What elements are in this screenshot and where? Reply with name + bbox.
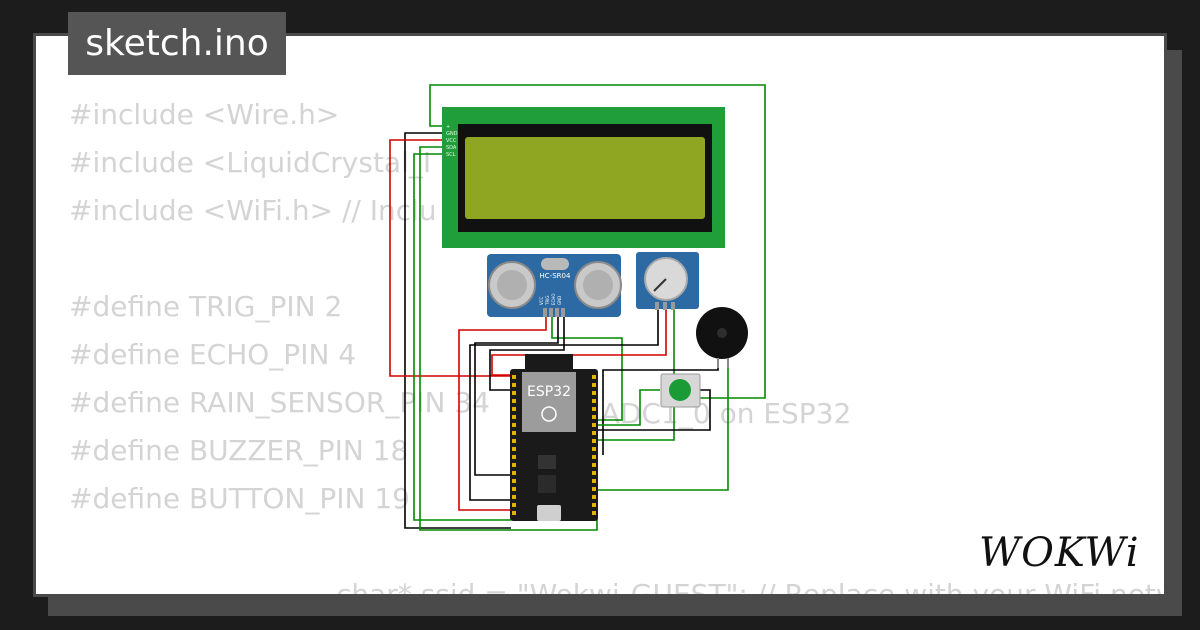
- button-cap: [669, 379, 691, 401]
- header-pin: [555, 308, 559, 317]
- wire-black: [489, 317, 565, 391]
- header-pin: [543, 308, 547, 317]
- ultrasonic-mesh: [583, 270, 613, 300]
- chip: [538, 475, 556, 493]
- usb-port: [537, 505, 561, 521]
- header-pin: [561, 308, 565, 317]
- wires: [389, 84, 766, 531]
- ultrasonic-pin-labels: VCC TRIG ECHO GND: [539, 294, 562, 306]
- ultrasonic-mesh: [497, 270, 527, 300]
- buzzer-hole: [717, 328, 727, 338]
- esp32-board: ESP32: [510, 354, 598, 521]
- lcd-display: + GND VCC SDA SCL: [442, 107, 725, 248]
- lcd-pin-labels: + GND VCC SDA SCL: [446, 124, 458, 158]
- wire-green: [598, 309, 675, 441]
- esp32-label: ESP32: [527, 384, 571, 400]
- lcd-pin-label: SCL: [446, 152, 456, 158]
- code-line: #include <WiFi.h> // Inclu: [69, 194, 437, 227]
- potentiometer-indicator: [653, 278, 667, 292]
- wire-black: [598, 389, 711, 431]
- esp32-shield: [522, 372, 576, 432]
- wire-black: [474, 317, 559, 476]
- push-button: [660, 373, 701, 408]
- code-preview: #include <Wire.h> #include <LiquidCrystal…: [69, 91, 1167, 597]
- wire-red: [389, 139, 512, 377]
- lcd-pin-label: +: [446, 124, 450, 130]
- ultrasonic-label: HC-SR04: [540, 272, 571, 280]
- wire-red: [491, 309, 667, 376]
- wire-green: [551, 317, 623, 421]
- lcd-pin-label: SDA: [446, 145, 457, 151]
- wire-red: [458, 317, 547, 511]
- wire-green: [598, 360, 729, 491]
- espressif-logo: [541, 406, 557, 422]
- header-pin: [671, 302, 675, 310]
- ultrasonic-pin-label: ECHO: [551, 294, 556, 305]
- code-line: #define BUZZER_PIN 18: [69, 434, 409, 467]
- header-pin: [655, 302, 659, 310]
- ultrasonic-pin-label: VCC: [539, 296, 544, 305]
- crystal: [541, 258, 569, 270]
- esp32-pins-right: [592, 375, 596, 515]
- ultrasonic-sensor: HC-SR04 VCC TRIG ECHO GND: [487, 254, 622, 317]
- code-line: #include <Wire.h>: [69, 98, 340, 131]
- header-pin: [549, 308, 553, 317]
- chip: [538, 455, 556, 469]
- esp32-antenna: [525, 354, 573, 374]
- buzzer: [696, 307, 748, 368]
- wokwi-logo: WOKWi: [979, 530, 1140, 576]
- code-line: #define BUTTON_PIN 19: [69, 482, 410, 515]
- header-pin: [663, 302, 667, 310]
- ultrasonic-pin-label: GND: [557, 296, 562, 305]
- ultrasonic-pin-label: TRIG: [545, 295, 550, 306]
- wire-green: [429, 84, 766, 399]
- esp32-pins-left: [512, 375, 516, 515]
- lcd-pin-label: VCC: [446, 138, 457, 144]
- potentiometer-module: [636, 252, 699, 310]
- sketch-title: sketch.ino: [68, 12, 286, 75]
- lcd-pin-label: GND: [446, 131, 458, 137]
- code-line: char* ssid = "Wokwi-GUEST"; // Replace w…: [69, 578, 1167, 597]
- wire-black: [404, 132, 511, 529]
- wokwi-logo-text: WOKWi: [979, 530, 1140, 576]
- code-line: #include <LiquidCrystal_I: [69, 146, 432, 179]
- lcd-screen: [465, 137, 705, 219]
- code-line: #define RAIN_SENSOR_PIN 34: [69, 386, 490, 419]
- code-line: #define TRIG_PIN 2: [69, 290, 343, 323]
- wire-green: [413, 153, 511, 521]
- wire-black: [469, 309, 659, 501]
- wire-green: [598, 389, 660, 426]
- code-line: #define ECHO_PIN 4: [69, 338, 357, 371]
